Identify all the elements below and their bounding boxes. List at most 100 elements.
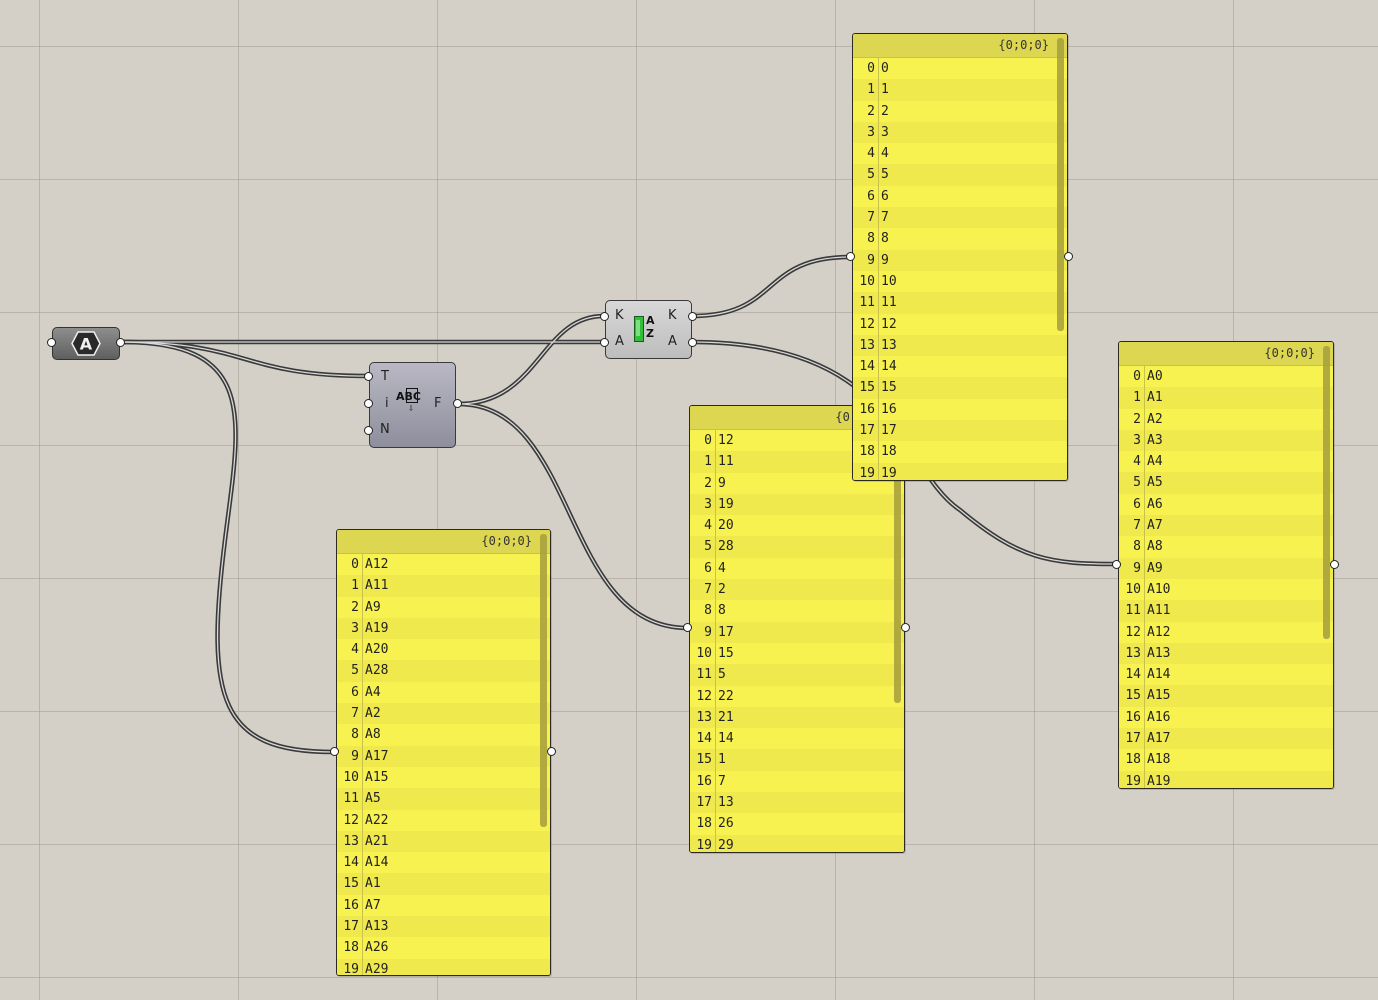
sort-input-a-grip[interactable] (600, 338, 609, 347)
panel-row-index: 18 (696, 816, 712, 832)
panel-row: 13 A21 (337, 830, 550, 853)
panel-row-value: A7 (1147, 518, 1163, 534)
panel-row-index: 7 (704, 582, 712, 598)
panel-row-index: 2 (704, 475, 712, 491)
panel-row-value: 21 (718, 709, 734, 725)
panel-row-index: 0 (351, 557, 359, 572)
split-input-n-grip[interactable] (364, 426, 373, 435)
panel-row-index: 0 (867, 61, 875, 76)
panel-row-index: 11 (859, 295, 875, 311)
panel-fragments-input-grip[interactable] (330, 747, 339, 756)
panel-scrollbar[interactable] (1323, 346, 1330, 639)
param-a-output-grip[interactable] (116, 338, 125, 347)
panel-row-index: 7 (1133, 518, 1141, 534)
panel-row: 7 A7 (1119, 515, 1333, 537)
sort-input-a-label: A (615, 334, 624, 349)
split-input-t-label: T (381, 369, 389, 384)
panel-path-label: {0;0;0} (337, 530, 550, 554)
panel-row-index: 9 (351, 748, 359, 764)
panel-row-index: 8 (351, 727, 359, 743)
panel-row-index: 13 (343, 833, 359, 849)
panel-row-value: 13 (881, 337, 897, 353)
panel-sorted-values-output-grip[interactable] (1330, 560, 1339, 569)
param-a-input-grip[interactable] (47, 338, 56, 347)
panel-row-value: 5 (881, 167, 889, 183)
panel-row-value: A4 (1147, 454, 1163, 470)
panel-row-value: A1 (365, 876, 381, 892)
split-output-f-grip[interactable] (453, 399, 462, 408)
panel-row-value: A0 (1147, 369, 1163, 384)
sort-input-k-grip[interactable] (600, 312, 609, 321)
panel-row-value: 19 (718, 496, 734, 512)
panel-row-index: 15 (859, 380, 875, 396)
panel-fragments-output-grip[interactable] (547, 747, 556, 756)
panel-sorted-keys-input-grip[interactable] (846, 252, 855, 261)
panel-row-value: 11 (718, 454, 734, 470)
panel-row-value: A8 (365, 727, 381, 743)
panel-numbers-input-grip[interactable] (683, 623, 692, 632)
panel-row-value: 19 (881, 465, 897, 481)
panel-row-value: A26 (365, 940, 389, 956)
sort-output-a-grip[interactable] (688, 338, 697, 347)
panel-sorted-keys-output-grip[interactable] (1064, 252, 1073, 261)
sort-output-k-grip[interactable] (688, 312, 697, 321)
panel-row-value: A21 (365, 833, 389, 849)
panel-row-value: 29 (718, 837, 734, 853)
panel-row-value: 16 (881, 401, 897, 417)
text-fragment-component[interactable]: T i N F ABC ⇩ (369, 362, 456, 448)
panel-row-index: 13 (859, 337, 875, 353)
panel-row-index: 14 (859, 359, 875, 375)
panel-row-value: 12 (881, 316, 897, 332)
sort-list-component[interactable]: K A K A A Z (605, 300, 692, 359)
panel-row-index: 8 (704, 603, 712, 619)
hexagon-a-icon: A (71, 331, 101, 356)
split-input-i-grip[interactable] (364, 399, 373, 408)
panel-scrollbar[interactable] (1057, 38, 1064, 331)
panel-row-index: 4 (704, 518, 712, 534)
panel-row-value: A7 (365, 897, 381, 913)
panel-row-value: A4 (365, 684, 381, 700)
panel-row-value: A20 (365, 642, 389, 658)
text-param-component[interactable]: A (52, 327, 120, 360)
panel-row-index: 11 (343, 791, 359, 807)
panel-row-index: 14 (696, 731, 712, 747)
panel-scrollbar[interactable] (540, 534, 547, 827)
split-input-i-label: i (385, 396, 389, 411)
sort-list-icon: A Z (634, 314, 662, 344)
panel-row-value: A18 (1147, 752, 1171, 768)
panel-row-index: 10 (696, 645, 712, 661)
panel-row-index: 11 (696, 667, 712, 683)
panel-numbers-output-grip[interactable] (901, 623, 910, 632)
panel-sorted-values-input-grip[interactable] (1112, 560, 1121, 569)
panel-row-index: 8 (867, 231, 875, 247)
split-input-t-grip[interactable] (364, 372, 373, 381)
panel-row-index: 17 (343, 919, 359, 935)
panel-row-value: A8 (1147, 539, 1163, 555)
